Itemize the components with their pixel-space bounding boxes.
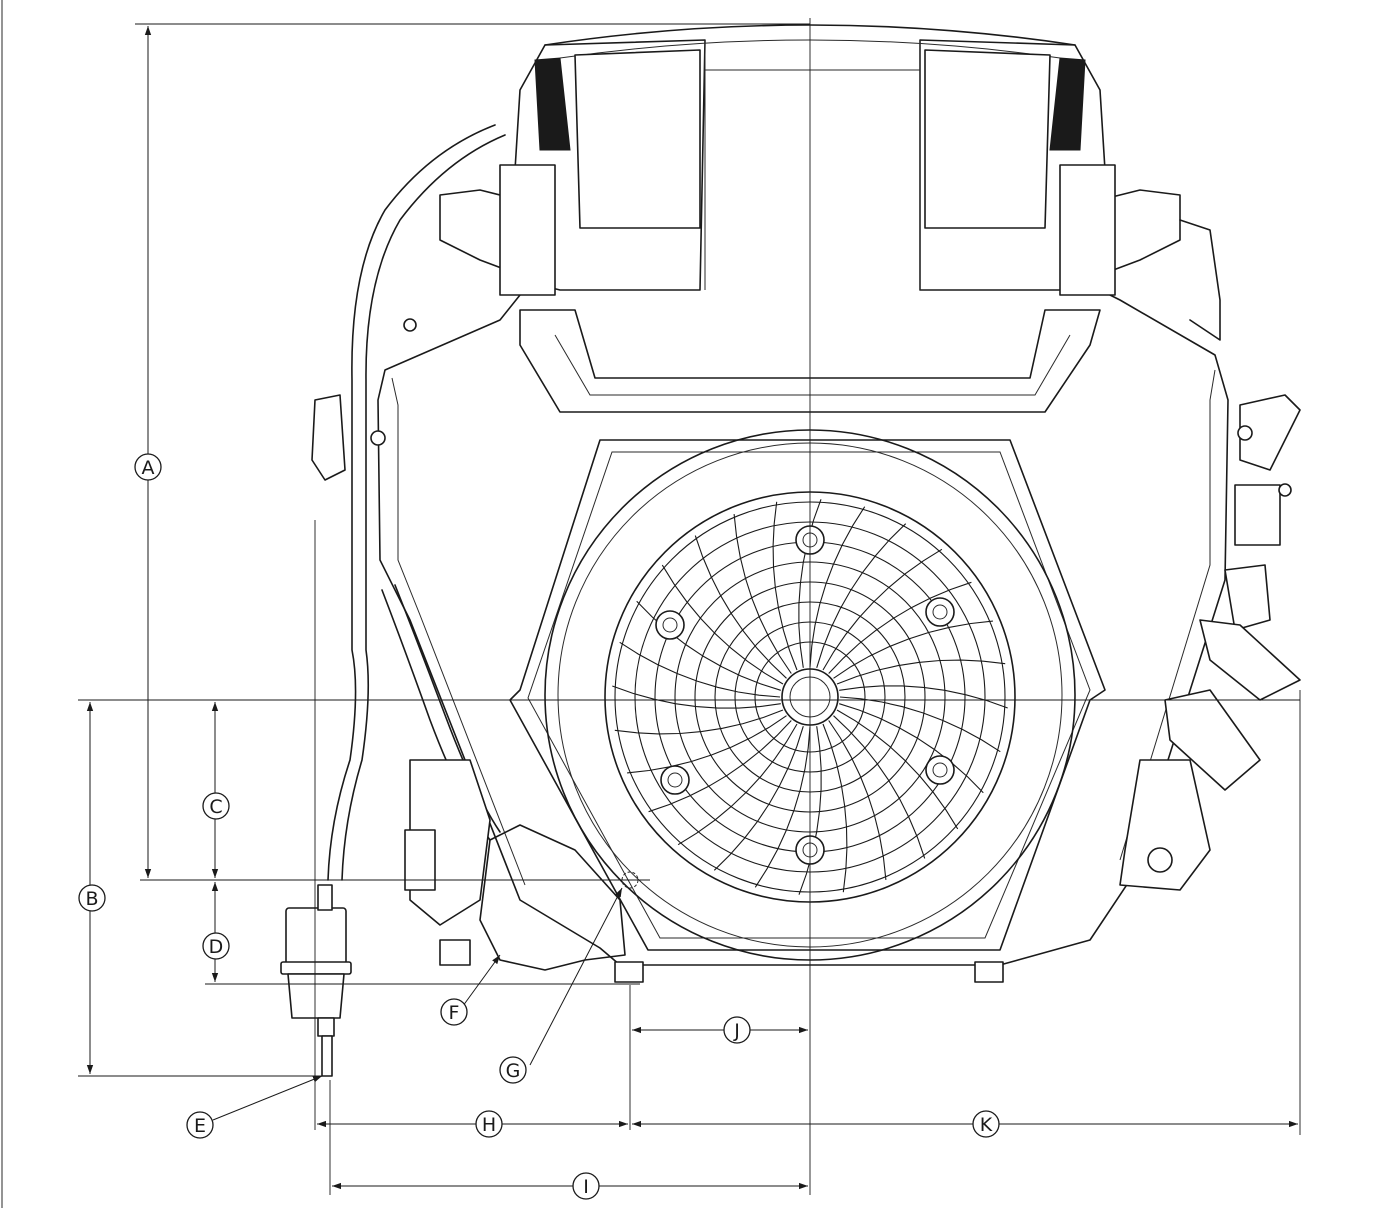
engine-outline [280, 24, 1301, 1077]
hex-face [509, 439, 1106, 951]
svg-text:F: F [449, 1002, 460, 1024]
air-deflector [479, 824, 626, 971]
svg-text:B: B [85, 888, 98, 910]
label-B: B [78, 884, 106, 912]
label-E: E [186, 1111, 214, 1139]
label-J: J [723, 1016, 751, 1044]
label-I: I [572, 1172, 600, 1200]
fuel-hose [327, 124, 496, 881]
label-G: G [499, 1056, 527, 1084]
label-C: C [202, 792, 230, 820]
dimension-lines [78, 23, 1301, 1195]
fan-boss [660, 765, 690, 795]
svg-text:G: G [506, 1060, 521, 1082]
head-ledge [519, 309, 1101, 413]
fan-boss [925, 755, 955, 785]
svg-text:J: J [733, 1020, 740, 1042]
svg-text:D: D [209, 936, 224, 958]
svg-text:H: H [482, 1114, 496, 1136]
label-F: F [440, 998, 468, 1026]
label-H: H [475, 1110, 503, 1138]
fan-boss [925, 597, 955, 627]
fan-boss [655, 610, 685, 640]
svg-text:E: E [194, 1115, 206, 1137]
svg-text:A: A [142, 457, 155, 479]
svg-text:I: I [583, 1176, 589, 1198]
label-K: K [972, 1110, 1000, 1138]
svg-text:K: K [980, 1114, 993, 1136]
label-A: A [134, 453, 162, 481]
right-bracket [1239, 394, 1301, 471]
svg-text:C: C [209, 796, 222, 818]
fuel-filter [280, 884, 352, 1077]
label-D: D [202, 932, 230, 960]
